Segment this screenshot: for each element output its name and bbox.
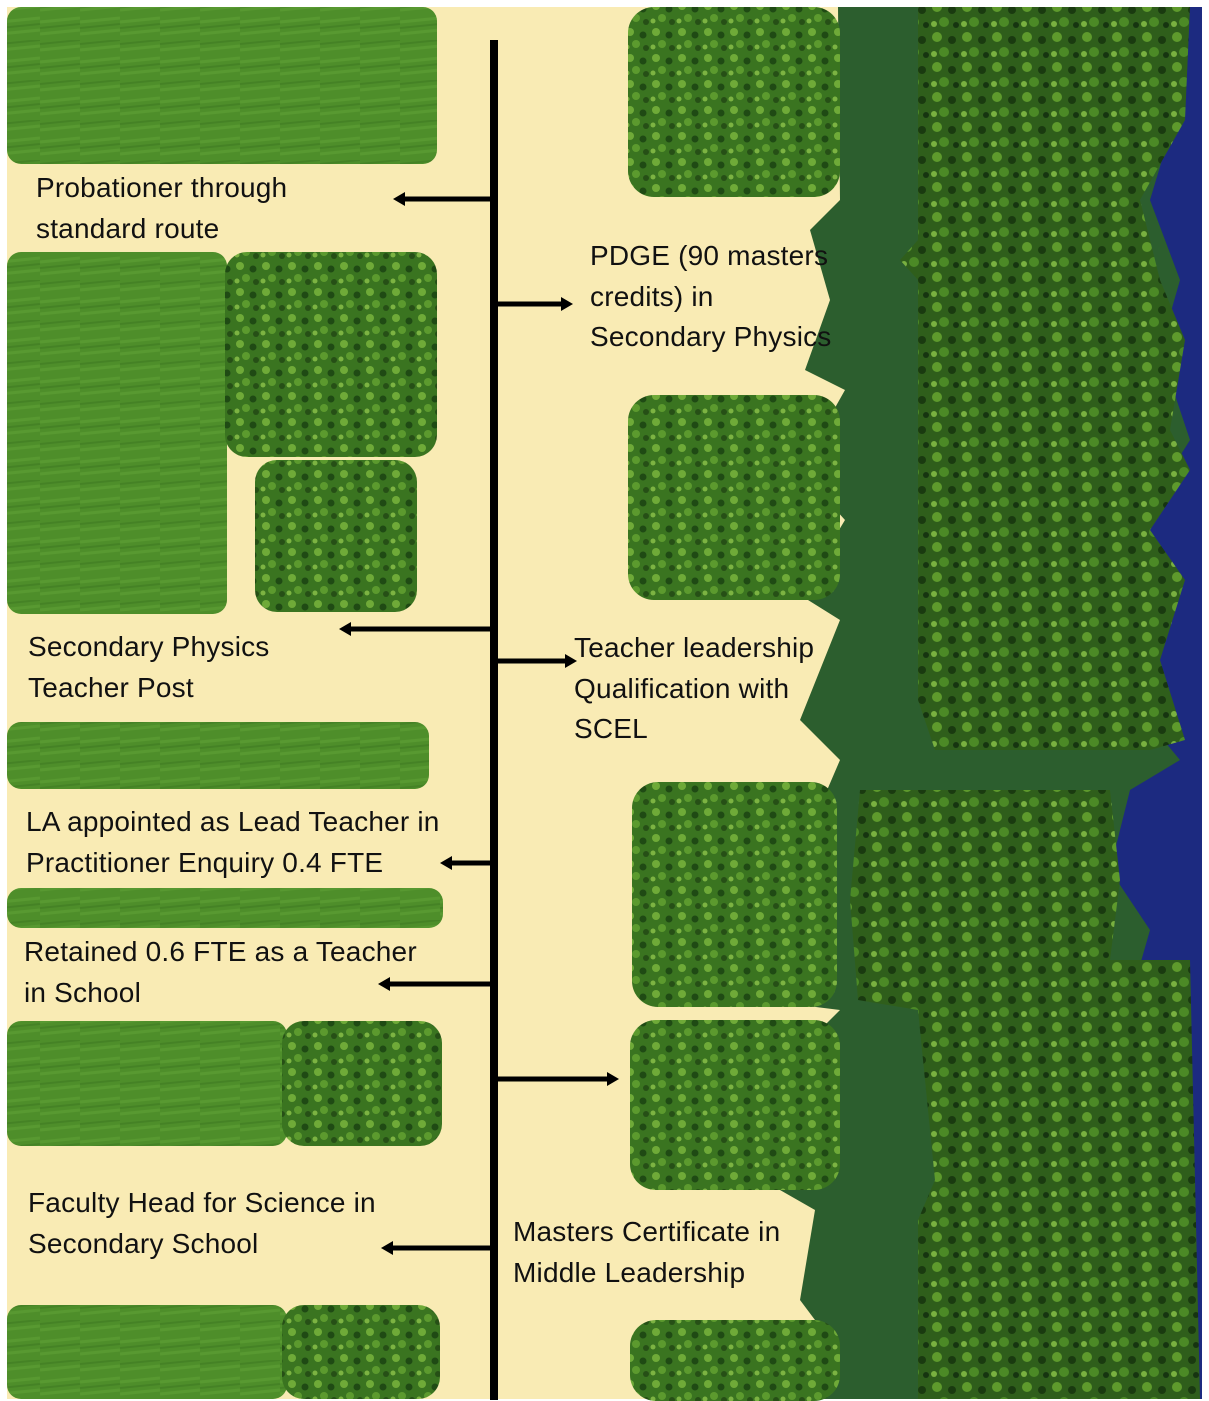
left-arrow-head-4: [378, 977, 390, 991]
grass-patch-1: [7, 7, 437, 164]
left-tree-block-2: [255, 460, 417, 612]
left-tree-block-1: [225, 252, 437, 457]
right-event-label-2: Teacher leadership Qualification with SC…: [574, 632, 815, 744]
grass-patch-5: [7, 1021, 287, 1146]
tree-clump-1: [628, 7, 840, 197]
right-arrow-head-3: [607, 1072, 619, 1086]
left-arrow-head-2: [339, 622, 351, 636]
tree-clump-3: [632, 782, 837, 1007]
left-event-label-3: LA appointed as Lead Teacher in Practiti…: [26, 806, 440, 878]
grass-patch-3: [7, 722, 429, 789]
tree-clump-5: [630, 1320, 840, 1401]
grass-patch-4: [7, 888, 443, 928]
forest-lower: [850, 790, 1200, 1399]
landscape-background: [7, 7, 1202, 1401]
left-event-label-2: Secondary Physics Teacher Post: [28, 631, 270, 703]
right-arrow-head-1: [561, 297, 573, 311]
timeline-axis: [490, 40, 498, 1400]
forest-upper: [900, 7, 1190, 750]
grass-patch-6: [7, 1305, 287, 1399]
right-event-label-4: Masters Certificate in Middle Leadership: [513, 1216, 781, 1288]
tree-clump-2: [628, 395, 840, 600]
grass-patch-2: [7, 252, 227, 614]
left-tree-block-3: [282, 1021, 442, 1146]
left-arrow-head-5: [381, 1241, 393, 1255]
left-tree-block-4: [282, 1305, 440, 1399]
left-event-label-5: Faculty Head for Science in Secondary Sc…: [28, 1187, 376, 1259]
tree-clump-4: [630, 1020, 840, 1190]
right-event-label-1: PDGE (90 masters credits) in Secondary P…: [590, 240, 832, 352]
left-event-label-1: Probationer through standard route: [36, 172, 288, 244]
right-arrow-head-2: [565, 654, 577, 668]
timeline-connectors: [339, 40, 619, 1400]
left-arrow-head-3: [440, 856, 452, 870]
left-event-label-4: Retained 0.6 FTE as a Teacher in School: [24, 936, 417, 1008]
left-arrow-head-1: [393, 192, 405, 206]
